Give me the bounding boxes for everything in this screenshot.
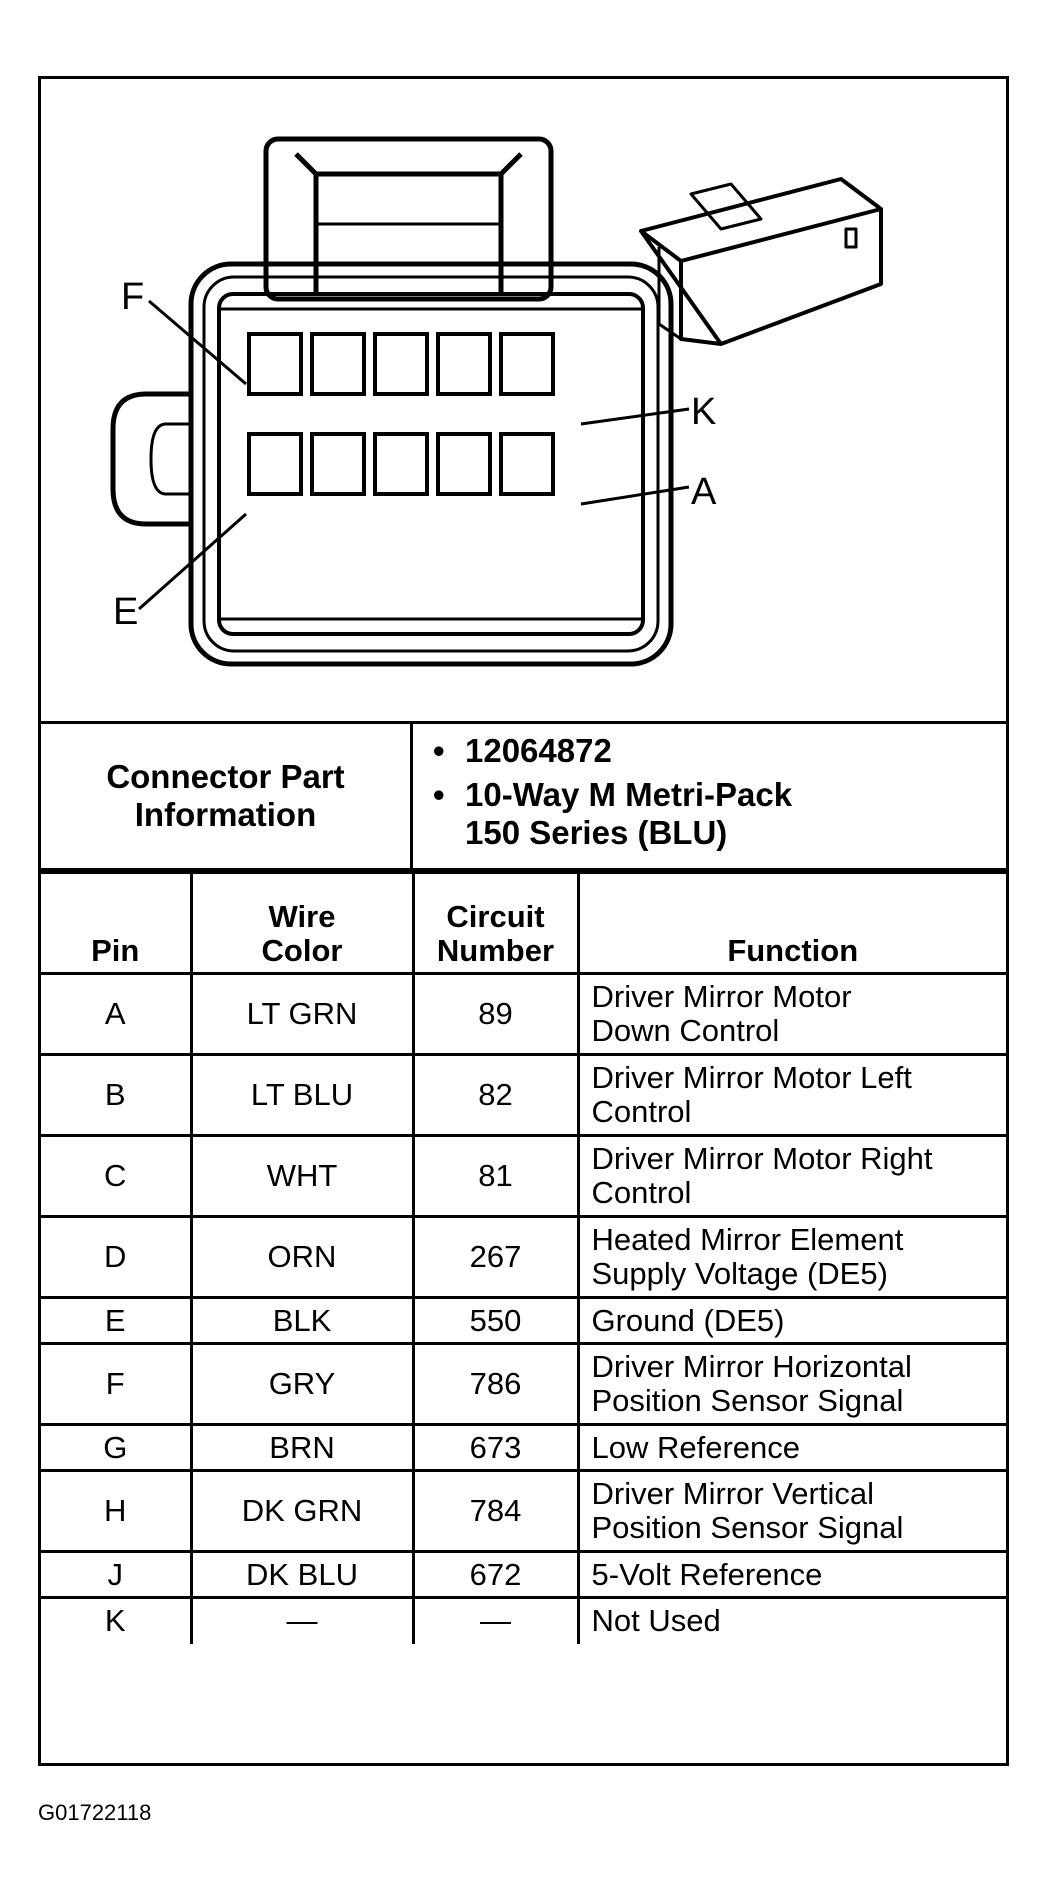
pin-cell: A	[41, 972, 193, 1056]
terminal-cavity-6	[247, 432, 303, 496]
function-cell: Not Used	[576, 1596, 1006, 1644]
wire-color-cell: BRN	[189, 1423, 415, 1472]
circuit-number-cell: 784	[411, 1469, 580, 1553]
circuit-number-cell: 550	[411, 1296, 580, 1345]
function-cell: 5-Volt Reference	[576, 1550, 1006, 1599]
function-cell: Driver Mirror Horizontal Position Sensor…	[576, 1342, 1006, 1426]
part-description: 10-Way M Metri-Pack 150 Series (BLU)	[413, 776, 1006, 852]
function-cell: Ground (DE5)	[576, 1296, 1006, 1345]
connector-iso-body	[639, 177, 883, 346]
table-row: K——Not Used	[41, 1596, 1006, 1644]
wire-color-cell: GRY	[189, 1342, 415, 1426]
wire-color-cell: ORN	[189, 1215, 415, 1299]
pin-cell: J	[41, 1550, 193, 1599]
table-header-row: Pin Wire Color Circuit Number Function	[41, 871, 1006, 975]
circuit-number-cell: 89	[411, 972, 580, 1056]
connector-part-info-list: 12064872 10-Way M Metri-Pack 150 Series …	[413, 724, 1006, 876]
part-number: 12064872	[413, 732, 1006, 770]
connector-part-info: Connector Part Information 12064872 10-W…	[41, 721, 1006, 871]
pin-label-f: F	[121, 276, 144, 318]
connector-diagram: F E K A	[41, 79, 1006, 721]
circuit-number-cell: 786	[411, 1342, 580, 1426]
terminal-cavity	[217, 292, 645, 636]
wire-color-cell: BLK	[189, 1296, 415, 1345]
connector-figure-frame: F E K A Connector Part Information 12064…	[38, 76, 1009, 1766]
connector-part-info-label: Connector Part Information	[41, 724, 413, 868]
connector-drawing: F E K A	[110, 136, 883, 667]
terminal-cavity-2	[310, 332, 366, 396]
pin-cell: H	[41, 1469, 193, 1553]
function-cell: Driver Mirror Vertical Position Sensor S…	[576, 1469, 1006, 1553]
connector-shroud-outer	[188, 261, 674, 667]
terminal-cavity-7	[310, 432, 366, 496]
pin-label-e: E	[113, 591, 138, 633]
function-cell: Driver Mirror Motor Right Control	[576, 1134, 1006, 1218]
wire-color-cell: WHT	[189, 1134, 415, 1218]
wire-color-cell: DK BLU	[189, 1550, 415, 1599]
pin-leader-lines	[138, 299, 690, 611]
pin-cell: C	[41, 1134, 193, 1218]
pin-cell: E	[41, 1296, 193, 1345]
wire-color-cell: —	[189, 1596, 415, 1644]
circuit-number-cell: 81	[411, 1134, 580, 1218]
pin-cell: G	[41, 1423, 193, 1472]
pin-cell: B	[41, 1053, 193, 1137]
function-cell: Driver Mirror Motor Left Control	[576, 1053, 1006, 1137]
header-circuit-number: Circuit Number	[411, 871, 580, 975]
pinout-table: Pin Wire Color Circuit Number Function A…	[41, 871, 1006, 1644]
pin-label-k: K	[691, 391, 716, 433]
circuit-number-cell: 673	[411, 1423, 580, 1472]
pin-cell: F	[41, 1342, 193, 1426]
header-function: Function	[576, 871, 1006, 975]
latch-sides	[313, 174, 504, 294]
terminal-cavity-5	[499, 332, 555, 396]
terminal-cavity-3	[373, 332, 429, 396]
function-cell: Low Reference	[576, 1423, 1006, 1472]
function-cell: Driver Mirror Motor Down Control	[576, 972, 1006, 1056]
terminal-cavity-1	[247, 332, 303, 396]
wire-color-cell: LT BLU	[189, 1053, 415, 1137]
side-key	[110, 391, 191, 527]
circuit-number-cell: 267	[411, 1215, 580, 1299]
connector-shroud-inner	[202, 275, 660, 653]
header-pin: Pin	[41, 871, 193, 975]
figure-code: G01722118	[38, 1800, 152, 1825]
terminal-grid	[247, 332, 555, 496]
wire-color-cell: LT GRN	[189, 972, 415, 1056]
terminal-cavity-10	[499, 432, 555, 496]
function-cell: Heated Mirror Element Supply Voltage (DE…	[576, 1215, 1006, 1299]
header-wire-color: Wire Color	[189, 871, 415, 975]
pin-label-a: A	[691, 471, 717, 513]
terminal-cavity-8	[373, 432, 429, 496]
terminal-cavity-4	[436, 332, 492, 396]
terminal-cavity-9	[436, 432, 492, 496]
circuit-number-cell: 82	[411, 1053, 580, 1137]
circuit-number-cell: —	[411, 1596, 580, 1644]
wire-color-cell: DK GRN	[189, 1469, 415, 1553]
pin-cell: D	[41, 1215, 193, 1299]
pin-cell: K	[41, 1596, 193, 1644]
latch-inner	[294, 152, 523, 177]
latch-outer	[263, 136, 554, 302]
circuit-number-cell: 672	[411, 1550, 580, 1599]
